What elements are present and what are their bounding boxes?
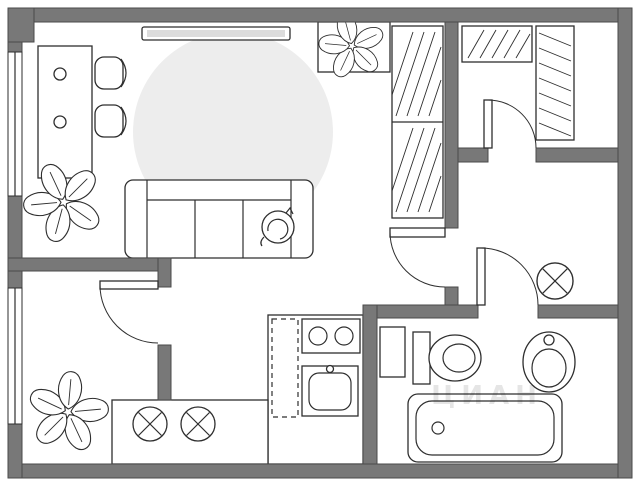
doors <box>99 99 539 344</box>
clothes-rail-top <box>461 25 533 63</box>
planter-box <box>304 0 401 94</box>
desk-chair <box>94 104 127 138</box>
clothes-rail-side <box>535 25 575 141</box>
hob <box>301 318 361 354</box>
dashed-appliance-space <box>271 318 299 418</box>
door-swing-arc <box>389 231 446 288</box>
wall-pier <box>7 7 35 43</box>
kitchen-furniture <box>111 314 364 465</box>
door-leaf <box>99 280 159 290</box>
tv <box>141 26 291 41</box>
hall-furniture <box>536 262 574 300</box>
door-bathroom <box>476 247 539 306</box>
door-leaf <box>483 99 493 149</box>
door-leaf <box>389 227 446 238</box>
wall-segment <box>362 304 378 465</box>
desk-item <box>53 115 67 129</box>
bathroom-furniture <box>379 326 576 463</box>
bathtub <box>407 393 563 463</box>
wall-segment <box>157 344 172 401</box>
door-swing-arc <box>99 284 159 344</box>
door-living-room <box>389 227 446 288</box>
wall-segment <box>7 463 633 479</box>
windows <box>7 51 23 425</box>
washing-machine-icon <box>536 262 574 300</box>
burner-icon <box>180 406 216 442</box>
cat <box>260 206 295 247</box>
wall-segment <box>157 257 172 288</box>
desk-chair <box>94 56 127 90</box>
walls <box>7 7 633 479</box>
living-room-furniture <box>8 0 444 259</box>
toilet <box>412 331 482 385</box>
bathroom-cabinet <box>379 326 406 378</box>
wall-segment <box>444 21 459 229</box>
wall-segment <box>617 7 633 479</box>
desk-item <box>53 67 67 81</box>
washbasin <box>522 331 576 393</box>
desk <box>37 45 93 179</box>
wall-segment <box>7 257 172 272</box>
dressing-room-furniture <box>461 25 575 141</box>
door-leaf <box>476 247 486 306</box>
wall-segment <box>376 304 479 319</box>
door-second-room <box>99 280 159 344</box>
window-living <box>7 51 23 197</box>
wall-segment <box>7 195 23 289</box>
door-swing-arc <box>487 99 537 149</box>
wall-segment <box>535 147 619 163</box>
window-second-room <box>7 287 23 425</box>
hatched-wardrobe <box>391 25 444 219</box>
wall-segment <box>7 7 633 23</box>
door-dressing-room <box>483 99 537 149</box>
wall-segment <box>7 423 23 479</box>
wall-segment <box>537 304 619 319</box>
watermark: ЦИАН <box>431 381 543 411</box>
kitchen-sink <box>301 364 359 417</box>
burner-icon <box>132 406 168 442</box>
door-swing-arc <box>480 247 539 306</box>
wall-segment <box>457 147 489 163</box>
